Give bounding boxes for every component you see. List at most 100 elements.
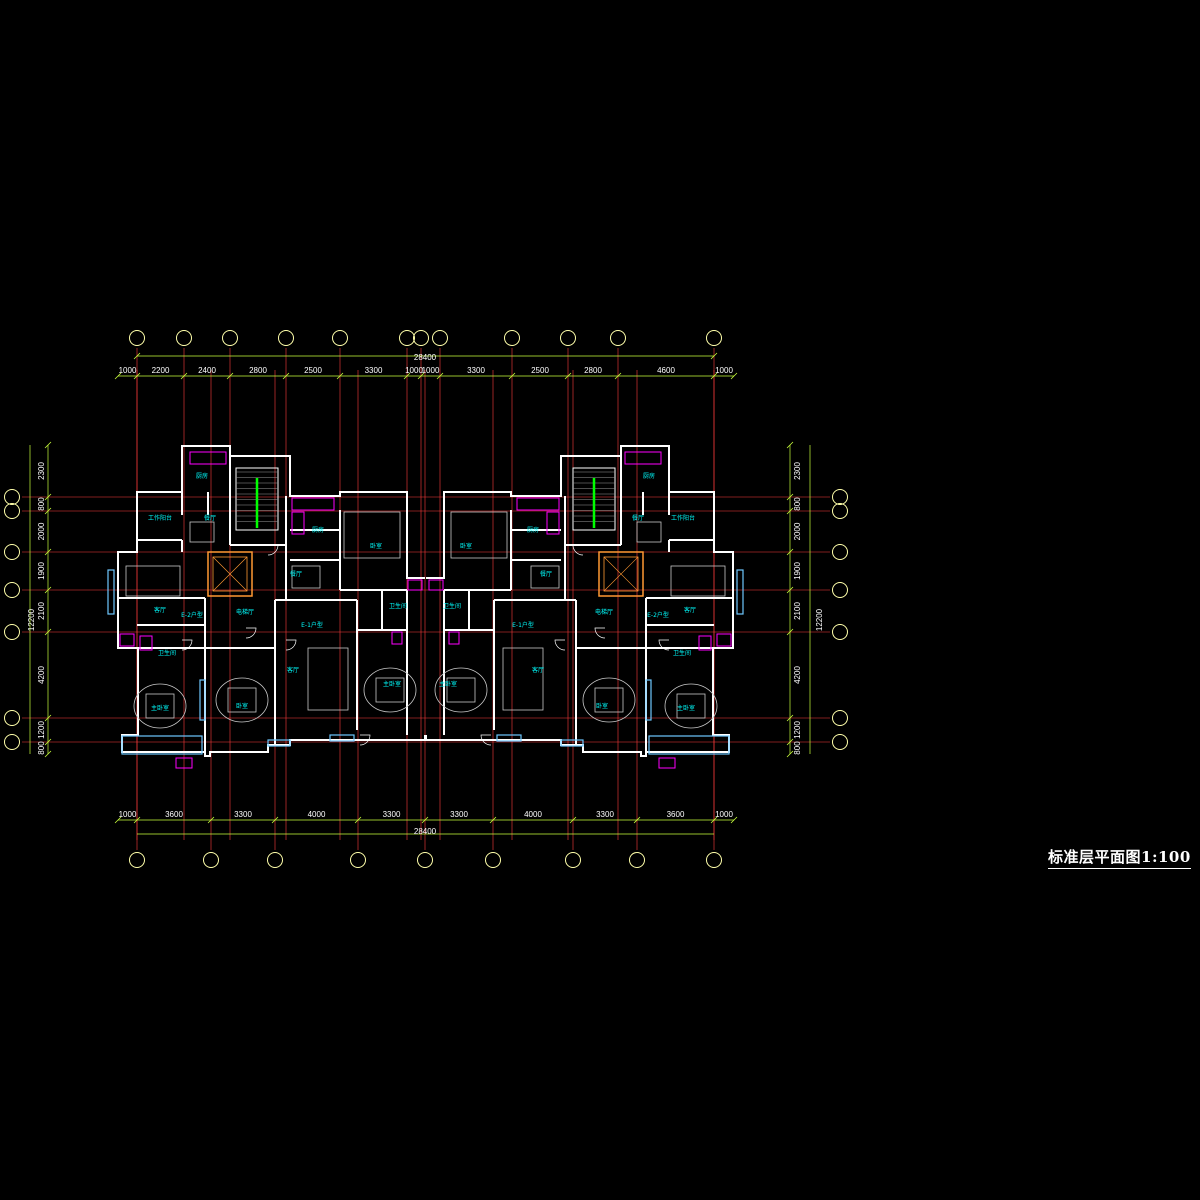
sofa-set [307,647,349,711]
room-label-unit-tag-a: E-1户型 [301,621,323,629]
dimension-tick [786,586,794,594]
dimension-label: 1200 [793,721,802,739]
building-plan [107,445,744,769]
door-swing [245,627,257,639]
bed [145,693,175,719]
dining-table [291,565,321,589]
kitchen-counter [546,511,560,535]
dimension-tick [710,372,718,380]
dimension-tick [403,372,411,380]
left-half-plan [107,445,426,769]
dimension-tick [336,372,344,380]
kitchen-counter [624,451,662,465]
elevator-car [212,556,248,592]
shaft-fixture [407,579,423,591]
dimension-tick [44,441,52,449]
dimension-label: 4200 [37,666,46,684]
axis-bubble [504,330,520,346]
dimension-tick [133,816,141,824]
door-swing [267,544,279,556]
dimension-tick [786,493,794,501]
top-overall-label: 28400 [414,353,437,362]
dimension-label: 2800 [249,366,267,375]
elevator-shaft [207,551,253,597]
dimension-label: 4000 [524,810,542,819]
room-label-dining: 餐厅 [290,570,302,578]
axis-bubble [278,330,294,346]
room-label-living: 客厅 [287,666,299,674]
dimension-tick [436,372,444,380]
room-label-master-bedroom: 主卧室 [383,680,401,688]
elevator-cross [212,556,248,592]
axis-bubble [629,852,645,868]
dimension-tick [786,548,794,556]
room-label-bathroom: 卫生间 [443,602,461,610]
axis-bubble [350,852,366,868]
room-label-work-balcony: 工作阳台 [148,514,172,522]
room-label-kitchen: 厨房 [312,526,324,534]
dimension-label: 4200 [793,666,802,684]
room-label-unit-tag-b: E-2户型 [647,611,669,619]
axis-bubble [560,330,576,346]
room-label-bedroom: 卧室 [596,702,608,710]
door-swing [285,639,297,651]
dimension-label: 800 [37,497,46,511]
window [329,734,355,742]
dimension-label: 2500 [304,366,322,375]
dimension-tick [114,816,122,824]
dimension-label: 1000 [715,810,733,819]
drawing-title: 标准层平面图1:100 [1048,846,1191,869]
window [107,569,115,615]
axis-bubble [485,852,501,868]
door-swing [359,734,371,746]
dimension-label: 3300 [450,810,468,819]
door-swing [594,627,606,639]
axis-bubble [332,330,348,346]
room-labels: 厨房餐厅工作阳台客厅E-2户型电梯厅卫生间主卧室卧室厨房餐厅卧室客厅E-1户型卫… [148,472,696,712]
window [496,734,522,742]
axis-bubble [129,330,145,346]
dimension-tick [421,816,429,824]
stair-well [572,467,616,531]
bath-fixture [448,631,460,645]
dimension-label: 3300 [234,810,252,819]
dimension-label: 3600 [165,810,183,819]
axis-bubble [267,852,283,868]
room-label-master-bedroom: 主卧室 [439,680,457,688]
room-label-dining: 餐厅 [632,514,644,522]
dimension-label: 2300 [37,462,46,480]
dining-table [189,521,215,543]
bath-fixture [139,635,153,651]
room-label-master-bedroom: 主卧室 [151,704,169,712]
dimension-label: 1000 [405,366,423,375]
dimension-label: 2000 [37,522,46,540]
room-label-kitchen: 厨房 [196,472,208,480]
dimension-tick [44,586,52,594]
axis-bubble [832,710,848,726]
dimension-tick [354,816,362,824]
dimension-tick [786,714,794,722]
dimension-tick [44,714,52,722]
balcony-rail [121,735,203,755]
dimension-label: 800 [37,741,46,755]
balcony-rail [648,735,730,755]
axis-bubble [417,852,433,868]
dimension-tick [730,816,738,824]
dimension-tick [489,816,497,824]
dimension-tick [271,816,279,824]
axis-bubble [432,330,448,346]
axis-bubble [4,489,20,505]
dimension-label: 1000 [715,366,733,375]
dimension-label: 3300 [467,366,485,375]
elevator-shaft [598,551,644,597]
dimension-tick [44,628,52,636]
axis-bubble [832,503,848,519]
dimension-tick [730,372,738,380]
bed [594,687,624,713]
dimension-tick [226,372,234,380]
shaft-fixture [428,579,444,591]
door-swing [181,639,193,651]
kitchen-counter [291,497,335,511]
axis-bubble [832,582,848,598]
dimension-tick [786,738,794,746]
